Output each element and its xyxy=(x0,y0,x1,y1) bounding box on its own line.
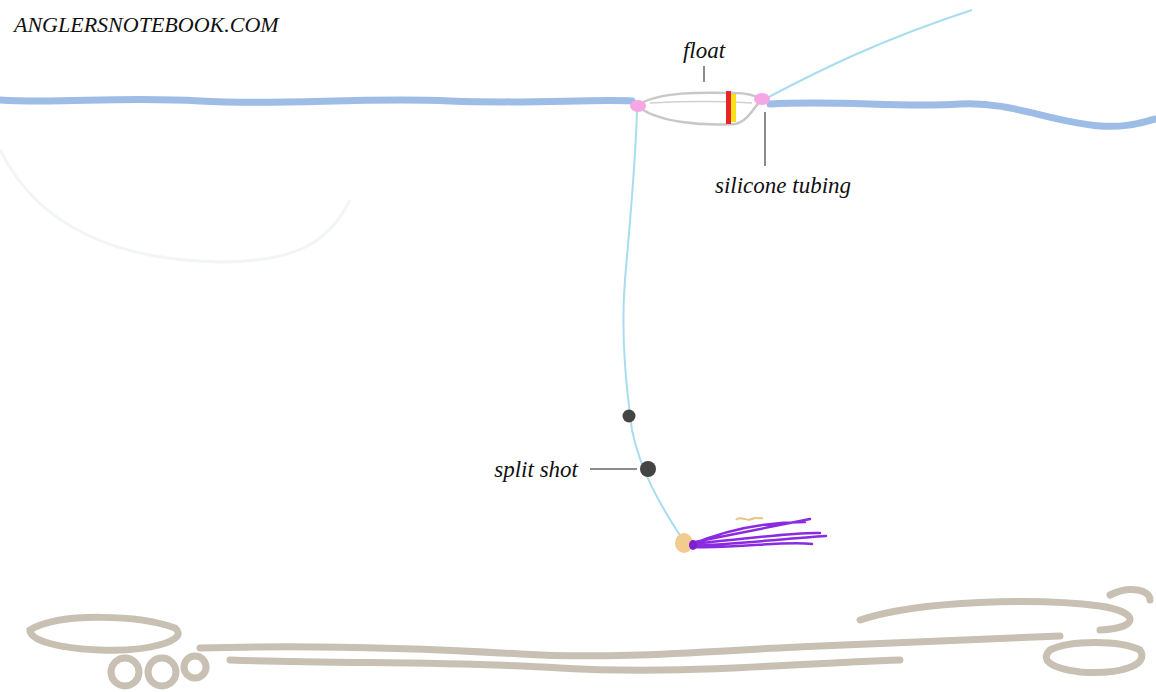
water-surface xyxy=(770,103,1156,127)
ripple xyxy=(0,150,350,262)
jig xyxy=(675,518,826,553)
float-seam xyxy=(650,102,752,104)
part-label: split shot xyxy=(494,458,578,481)
leader-line xyxy=(703,66,705,82)
watermark: ANGLERSNOTEBOOK.COM xyxy=(14,14,279,36)
fishing-line xyxy=(623,108,683,540)
float-body xyxy=(640,93,762,125)
bottom-rocks xyxy=(30,590,1150,686)
split-shot xyxy=(640,461,656,477)
silicone-tubing xyxy=(630,100,646,112)
leader-line xyxy=(590,468,637,470)
float-band xyxy=(726,91,731,124)
split-shot xyxy=(623,410,636,423)
water-surface xyxy=(0,99,632,102)
leader-line xyxy=(764,112,766,166)
part-label: float xyxy=(683,39,725,62)
part-label: silicone tubing xyxy=(715,174,851,197)
float-band xyxy=(731,94,736,122)
silicone-tubing xyxy=(754,93,770,105)
fishing-line xyxy=(763,10,972,100)
